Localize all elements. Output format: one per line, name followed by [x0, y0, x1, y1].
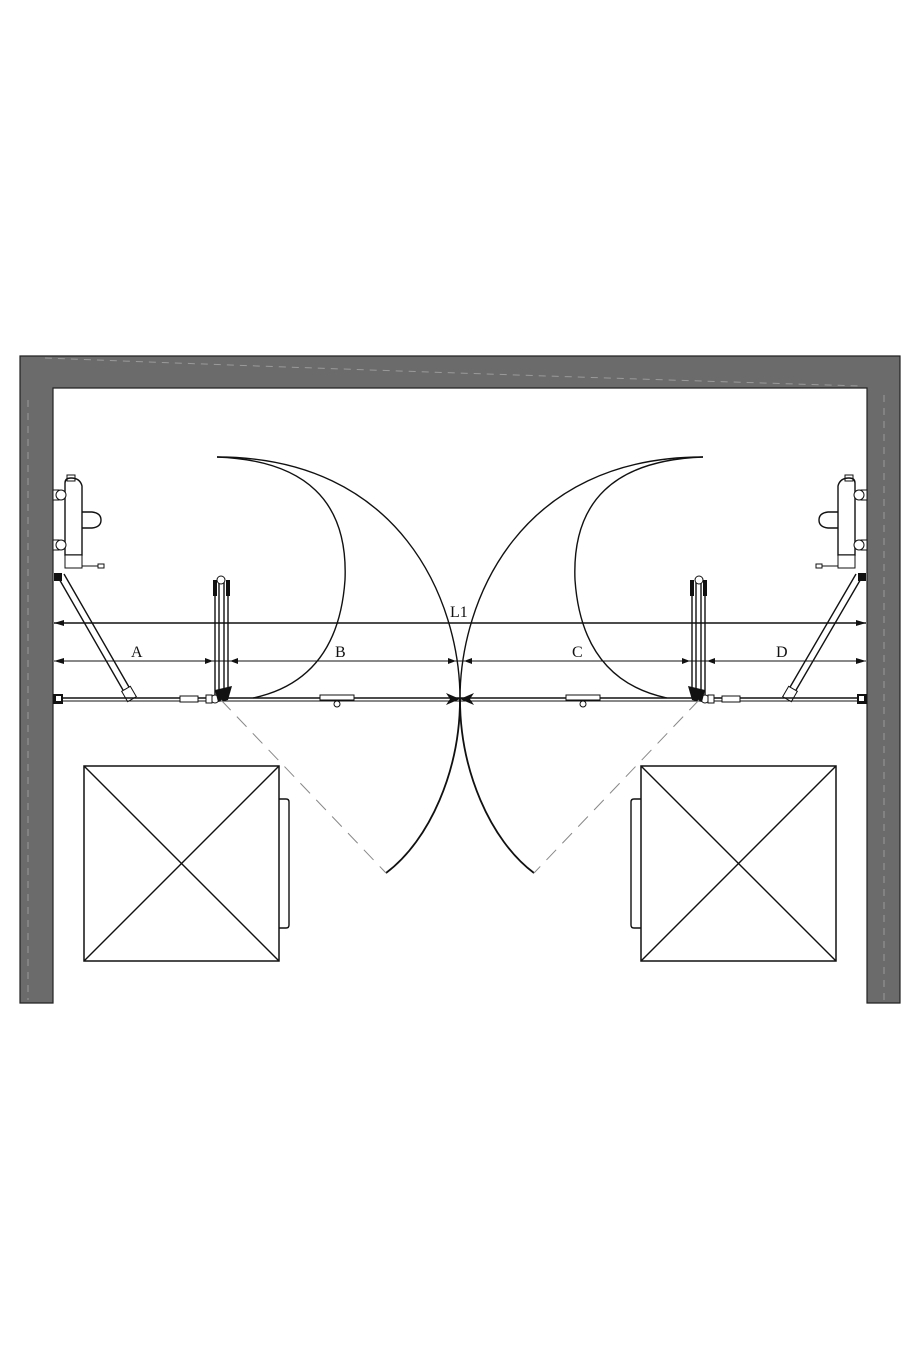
support-bar-right: [781, 573, 866, 703]
hinge-left: [205, 575, 232, 704]
fixture-right: [630, 765, 837, 962]
label-d: D: [776, 644, 788, 661]
support-bar-left: [54, 573, 138, 703]
mixer-valve-right: [815, 474, 868, 569]
label-b: B: [335, 644, 346, 661]
label-c: C: [572, 644, 583, 661]
center-seal: [446, 693, 474, 705]
mixer-valve-left: [52, 474, 105, 569]
dimension-segments: A B C D: [54, 644, 866, 664]
door-swing-right: [459, 456, 704, 874]
handle-right-door: [565, 694, 601, 708]
door-swing-left: [216, 456, 461, 874]
hinge-right: [688, 575, 715, 704]
wall-enclosure: [19, 355, 901, 1004]
handle-left-door: [319, 694, 355, 708]
label-a: A: [131, 644, 143, 661]
dimension-l1: L1: [54, 604, 866, 626]
label-l1: L1: [450, 604, 468, 621]
fixture-left: [83, 765, 290, 962]
